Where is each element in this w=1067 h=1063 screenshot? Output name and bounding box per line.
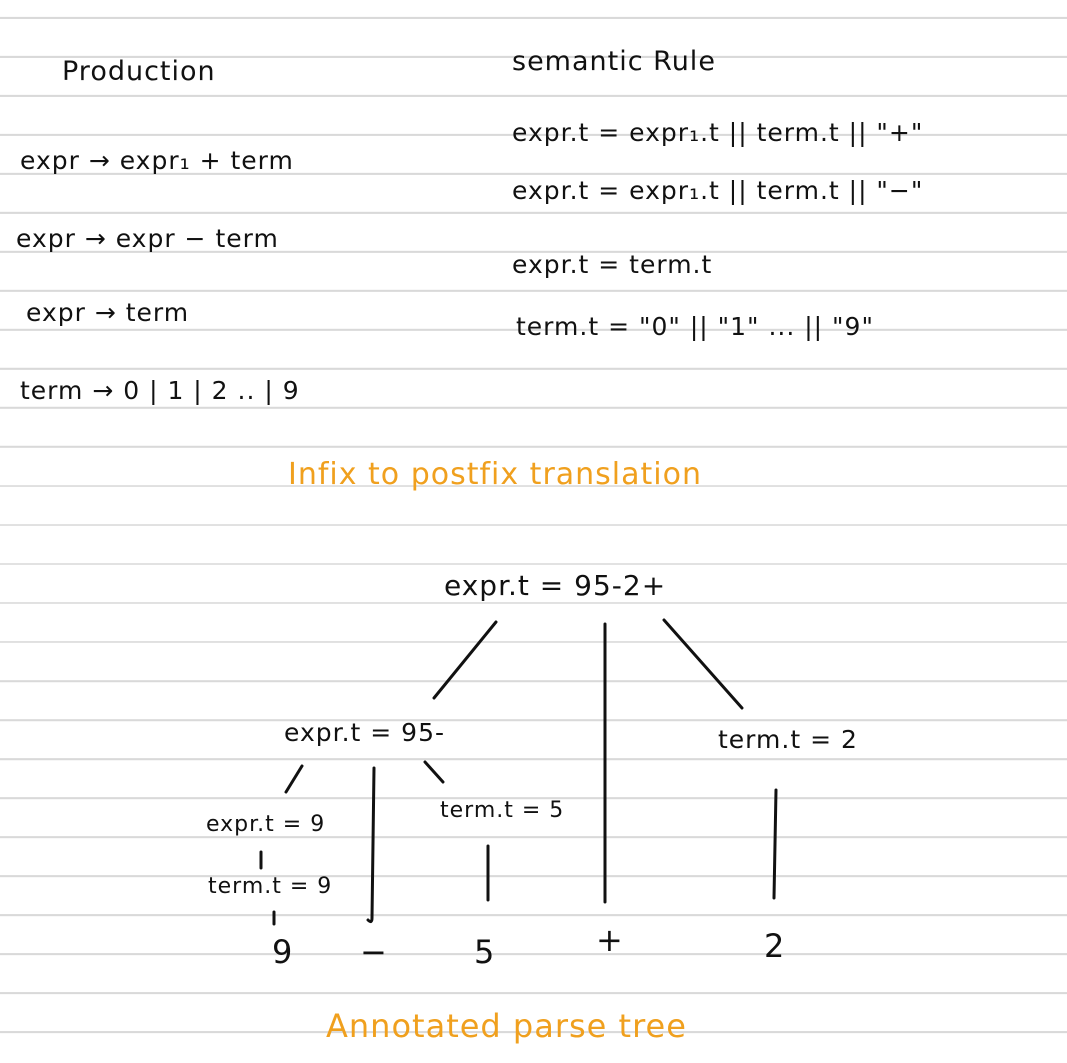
edge-left-minus bbox=[366, 766, 376, 924]
tree-ll-term-node: term.t = 9 bbox=[208, 874, 333, 899]
tree-root-node: expr.t = 95-2+ bbox=[444, 569, 667, 602]
tree-right-term-node: term.t = 2 bbox=[718, 725, 858, 754]
caption: Annotated parse tree bbox=[326, 1007, 687, 1045]
leaf-minus: − bbox=[360, 933, 388, 971]
rule-4: term.t = "0" || "1" ... || "9" bbox=[516, 312, 874, 341]
production-1: expr → expr₁ + term bbox=[20, 146, 294, 175]
semantic-rule-header: semantic Rule bbox=[512, 46, 716, 77]
edge-right-leaf2 bbox=[772, 788, 778, 900]
edge-left-llexpr bbox=[284, 764, 304, 794]
production-3: expr → term bbox=[26, 298, 190, 327]
tree-lr-term-node: term.t = 5 bbox=[440, 798, 565, 823]
leaf-plus: + bbox=[596, 921, 624, 959]
rule-1: expr.t = expr₁.t || term.t || "+" bbox=[512, 118, 924, 147]
tree-ll-expr-node: expr.t = 9 bbox=[206, 812, 326, 837]
leaf-2: 2 bbox=[764, 927, 786, 965]
edge-root-left bbox=[432, 620, 498, 700]
rule-3: expr.t = term.t bbox=[512, 250, 713, 279]
production-2: expr → expr − term bbox=[16, 224, 279, 253]
rule-2: expr.t = expr₁.t || term.t || "−" bbox=[512, 176, 924, 205]
leaf-5: 5 bbox=[474, 933, 496, 971]
production-4: term → 0 | 1 | 2 .. | 9 bbox=[20, 376, 300, 405]
production-header: Production bbox=[62, 56, 216, 87]
edge-root-right bbox=[662, 618, 744, 710]
tree-left-node: expr.t = 95- bbox=[284, 718, 446, 747]
edge-left-lrterm bbox=[423, 760, 445, 784]
section-title: Infix to postfix translation bbox=[288, 457, 702, 492]
leaf-9: 9 bbox=[272, 933, 294, 971]
